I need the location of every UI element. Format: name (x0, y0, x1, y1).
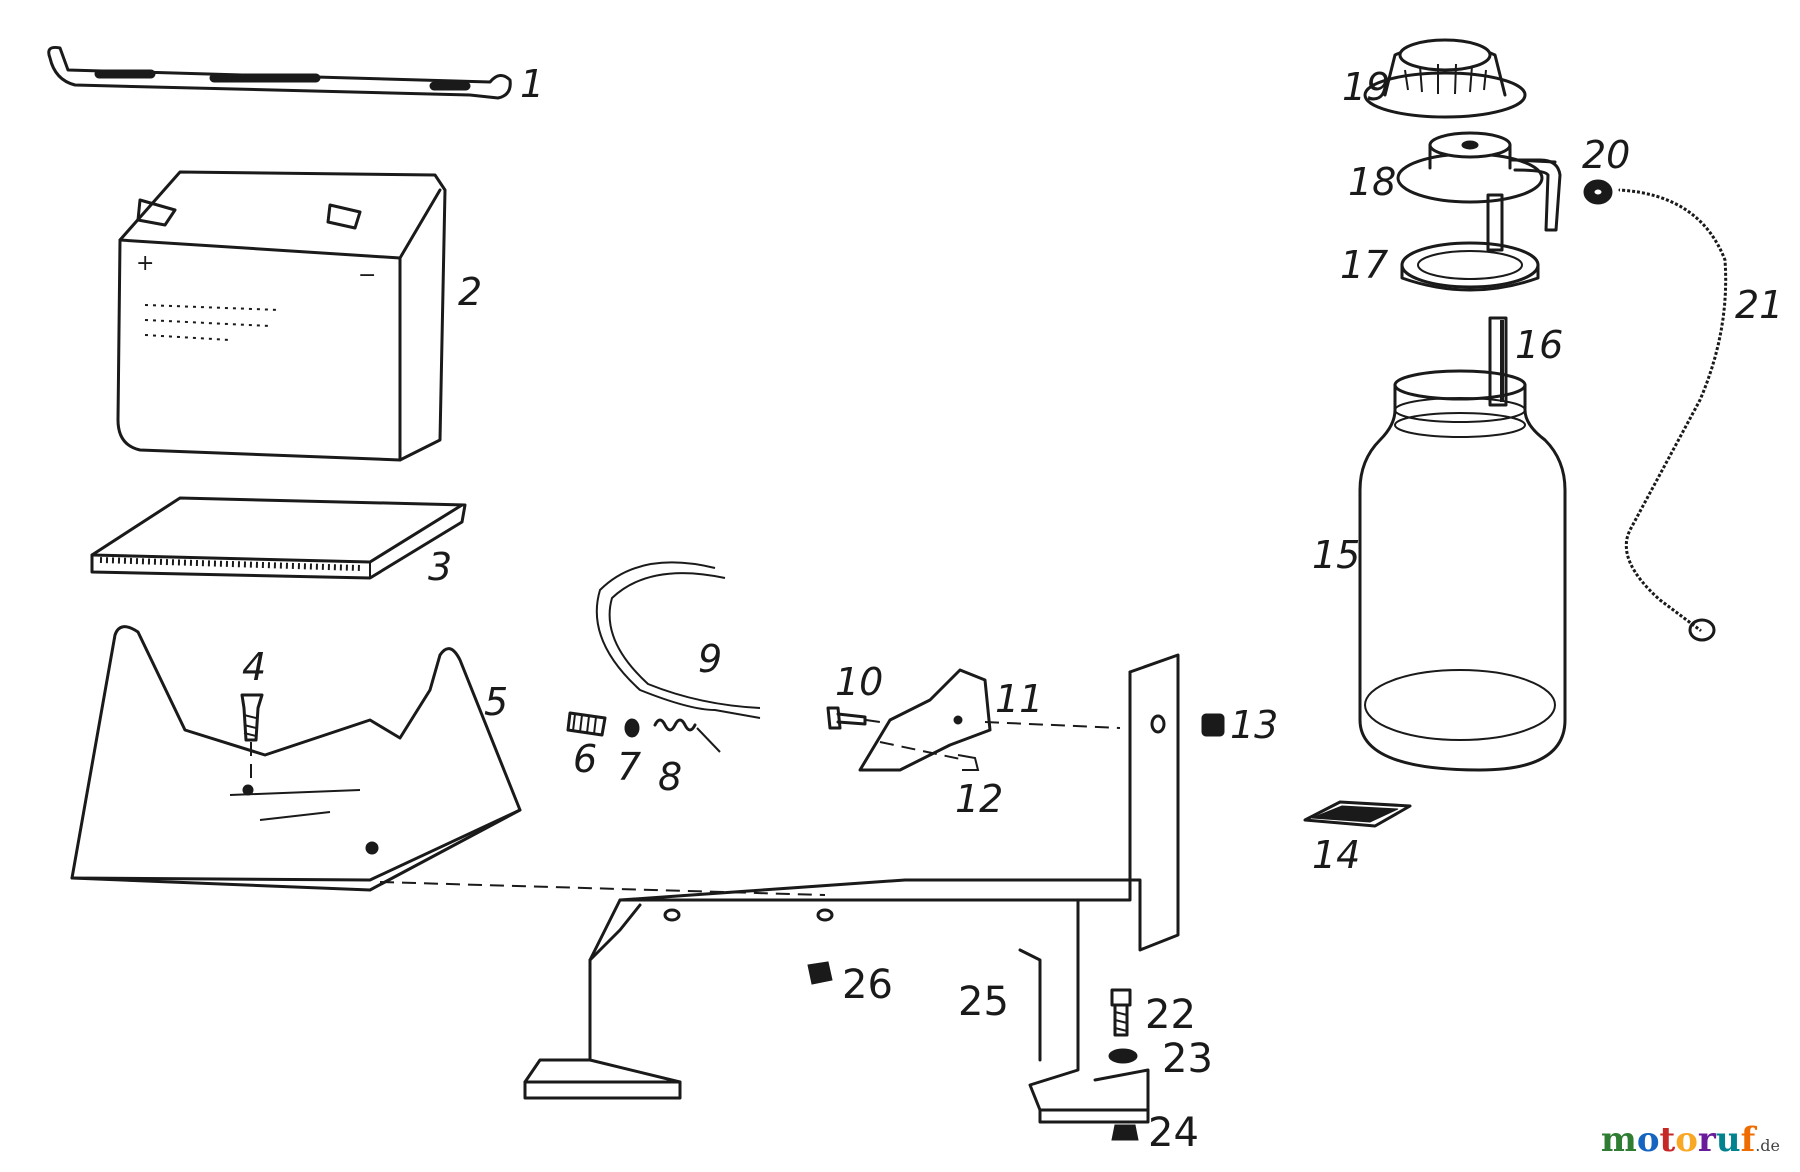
callout-16: 16 (1515, 323, 1563, 367)
callout-8: 8 (658, 755, 682, 799)
battery-plus-sign: + (136, 251, 154, 276)
watermark-letter: u (1715, 1120, 1741, 1160)
callout-2: 2 (458, 270, 482, 314)
nut-13-part (1201, 713, 1225, 737)
callout-10: 10 (835, 660, 883, 704)
callout-18: 18 (1348, 160, 1396, 204)
callout-20: 20 (1582, 133, 1630, 177)
callout-21: 21 (1735, 283, 1783, 327)
tube-16-part (1488, 316, 1508, 407)
callout-26: 26 (842, 962, 893, 1008)
callout-1: 1 (520, 62, 544, 106)
hose-21-part (1618, 184, 1732, 642)
rubber-pad-part (90, 496, 467, 580)
bolt-washer-nut-22-24 (1108, 988, 1139, 1141)
callout-12: 12 (955, 777, 1003, 821)
callout-6: 6 (573, 737, 597, 781)
battery-tray-part (70, 625, 522, 892)
motoruf-watermark: motoruf.de (1601, 1120, 1780, 1160)
callout-17: 17 (1340, 243, 1388, 287)
callout-23: 23 (1162, 1036, 1213, 1082)
gasket-17-part (1400, 241, 1540, 292)
callout-7: 7 (617, 745, 641, 789)
clip-12-part (957, 754, 980, 771)
callout-22: 22 (1145, 992, 1196, 1038)
battery-part: + − (116, 170, 447, 462)
callout-15: 15 (1312, 533, 1360, 577)
callout-3: 3 (428, 545, 452, 589)
reservoir-jar-part (1358, 369, 1567, 772)
watermark-suffix: .de (1755, 1136, 1780, 1155)
cap-insert-18-part (1396, 131, 1562, 252)
bolt-10-part (826, 706, 881, 730)
callout-5: 5 (484, 680, 508, 724)
callout-19: 19 (1342, 65, 1390, 109)
callout-14: 14 (1312, 833, 1360, 877)
screw-cap-19-part (1363, 38, 1527, 119)
battery-minus-sign: − (358, 263, 376, 288)
watermark-letter: o (1636, 1120, 1660, 1160)
watermark-letter: o (1675, 1120, 1698, 1160)
watermark-letter: t (1659, 1120, 1676, 1160)
callout-4: 4 (242, 645, 266, 689)
watermark-letter: r (1697, 1120, 1716, 1160)
main-bracket-part (379, 653, 1180, 1124)
callout-24: 24 (1148, 1110, 1199, 1156)
cable-9-part (595, 561, 761, 719)
watermark-brand: motoruf (1601, 1120, 1755, 1160)
bracket-plate-part (858, 668, 1121, 772)
nut-26-part (807, 961, 833, 985)
screw-4-part (240, 693, 264, 780)
callout-13: 13 (1230, 703, 1278, 747)
nut-20-part (1583, 179, 1613, 205)
battery-strap-part (47, 46, 512, 100)
callout-25: 25 (958, 979, 1009, 1025)
callout-11: 11 (995, 677, 1043, 721)
watermark-letter: f (1740, 1120, 1756, 1160)
watermark-letter: m (1600, 1120, 1637, 1160)
small-parts-6-7-8 (566, 711, 721, 753)
pad-14-part (1303, 800, 1412, 828)
callout-9: 9 (698, 637, 722, 681)
